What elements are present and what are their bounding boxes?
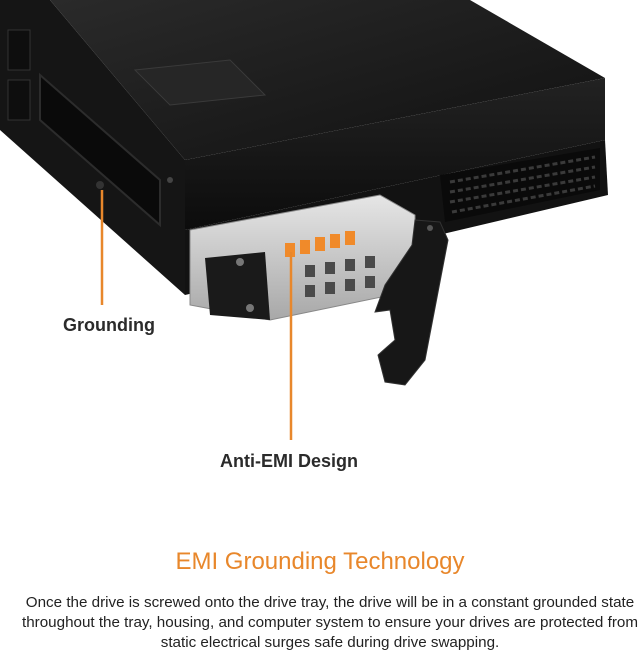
enclosure-side-panel bbox=[0, 0, 185, 295]
drive-tray bbox=[189, 194, 416, 321]
grounding-label: Grounding bbox=[63, 315, 155, 335]
tray-latch-lever bbox=[374, 219, 449, 386]
section-title: EMI Grounding Technology bbox=[175, 548, 465, 575]
vent-grille bbox=[440, 148, 600, 222]
enclosure-top bbox=[50, 0, 605, 160]
anti-emi-label: Anti-EMI Design bbox=[220, 451, 358, 471]
product-photo bbox=[0, 0, 608, 440]
section-description: Once the drive is screwed onto the drive… bbox=[22, 594, 638, 651]
grounding-contacts bbox=[285, 231, 355, 257]
